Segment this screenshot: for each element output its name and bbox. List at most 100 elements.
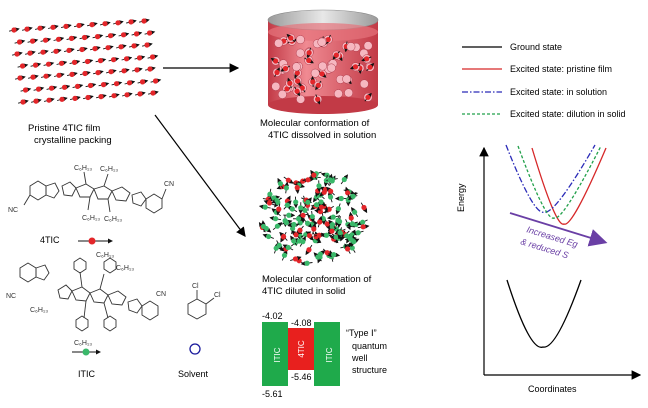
crystal-molecule bbox=[15, 39, 25, 44]
tic4-c6h13-bottom2: C₆H₁₃ bbox=[104, 216, 122, 223]
qw-value-bottom-left: -5.61 bbox=[262, 389, 283, 399]
solid-molecule bbox=[358, 220, 368, 225]
crystal-molecule bbox=[74, 23, 84, 28]
pristine-label-line2: crystalline packing bbox=[34, 135, 112, 146]
energy-axis-label: Energy bbox=[456, 183, 466, 212]
solid-molecule bbox=[361, 203, 367, 213]
itic-nc-label: NC bbox=[6, 293, 16, 300]
crystal-molecule bbox=[83, 95, 93, 100]
crystal-molecule bbox=[96, 94, 106, 99]
crystal-molecule bbox=[132, 31, 142, 36]
crystal-molecule bbox=[44, 98, 54, 103]
solvent-circle bbox=[344, 89, 352, 97]
crystal-molecule bbox=[99, 82, 109, 87]
crystal-molecule bbox=[28, 75, 38, 80]
qw-itic-right-label: ITIC bbox=[325, 347, 334, 362]
solid-molecule bbox=[341, 175, 347, 184]
legend-text-ground: Ground state bbox=[510, 42, 562, 52]
solid-molecule bbox=[336, 196, 347, 201]
crystal-molecule bbox=[31, 63, 41, 68]
solid-dilution-molecules bbox=[259, 171, 368, 266]
pristine-label-line1: Pristine 4TIC film bbox=[28, 123, 100, 134]
itic-symbol bbox=[72, 349, 100, 356]
solid-molecule bbox=[345, 219, 350, 229]
qw-4tic-label: 4TIC bbox=[297, 340, 306, 358]
solvent-circle bbox=[296, 95, 304, 103]
tic4-nc-label: NC bbox=[8, 207, 18, 214]
crystal-molecule bbox=[122, 56, 132, 61]
crystal-molecule bbox=[15, 75, 25, 80]
solvent-circle bbox=[296, 49, 304, 57]
crystal-molecule bbox=[80, 71, 90, 76]
crystal-molecule bbox=[106, 33, 116, 38]
itic-cn-label: CN bbox=[156, 291, 166, 298]
crystal-molecule bbox=[47, 86, 57, 91]
solid-molecule bbox=[284, 182, 289, 193]
qw-type-line2: quantum bbox=[352, 341, 387, 351]
crystal-molecule bbox=[125, 80, 135, 85]
crystal-molecule bbox=[96, 58, 106, 63]
crystal-molecule bbox=[25, 51, 35, 56]
solvent-cl-1: Cl bbox=[192, 283, 199, 290]
solid-molecule bbox=[293, 197, 298, 208]
solid-label-line1: Molecular conformation of bbox=[262, 274, 372, 285]
solid-molecule bbox=[321, 233, 332, 238]
crystal-molecule bbox=[54, 73, 64, 78]
crystal-molecule bbox=[139, 18, 149, 23]
itic-c6h13-bottom2: C₆H₁₃ bbox=[74, 340, 92, 347]
crystal-molecule bbox=[119, 68, 129, 73]
solvent-circle bbox=[343, 75, 351, 83]
crystal-molecule bbox=[70, 60, 80, 65]
crystal-molecule bbox=[145, 66, 155, 71]
solvent-name: Solvent bbox=[178, 369, 209, 379]
solvent-circle bbox=[311, 69, 319, 77]
crystal-molecule bbox=[87, 22, 97, 27]
crystal-molecule bbox=[67, 72, 77, 77]
tic4-c6h13-top1: C₆H₁₃ bbox=[74, 165, 92, 172]
solvent-circle bbox=[334, 90, 342, 98]
crystal-molecule bbox=[86, 83, 96, 88]
crystal-molecule bbox=[119, 32, 129, 37]
crystal-molecule bbox=[60, 85, 70, 90]
solid-molecule bbox=[298, 202, 303, 213]
tic4-symbol bbox=[78, 238, 112, 245]
solvent-circle bbox=[272, 82, 280, 90]
tic4-name: 4TIC bbox=[40, 235, 60, 245]
solvent-cl-2: Cl bbox=[214, 292, 221, 299]
solvent-circle bbox=[318, 62, 326, 70]
crystal-molecule bbox=[148, 90, 158, 95]
solid-molecule bbox=[270, 216, 281, 221]
arrow-to-solid bbox=[155, 115, 245, 236]
solid-molecule bbox=[273, 223, 282, 230]
coordinate-axis-label: Coordinates bbox=[528, 384, 577, 394]
legend: Ground state Excited state: pristine fil… bbox=[462, 42, 626, 119]
itic-name: ITIC bbox=[78, 369, 95, 379]
crystal-molecule bbox=[51, 49, 61, 54]
ground-state-curve bbox=[507, 280, 581, 347]
crystal-molecule bbox=[151, 78, 161, 83]
crystal-molecule bbox=[77, 47, 87, 52]
tic4-c6h13-bottom1: C₆H₁₃ bbox=[82, 215, 100, 222]
crystal-molecule bbox=[129, 43, 139, 48]
solvent-structure bbox=[188, 290, 214, 319]
crystal-molecule bbox=[80, 35, 90, 40]
crystal-molecule bbox=[126, 19, 136, 24]
crystal-molecule bbox=[34, 87, 44, 92]
crystal-molecule bbox=[21, 87, 31, 92]
solvent-circle bbox=[364, 42, 372, 50]
crystal-molecule bbox=[57, 97, 67, 102]
crystal-molecule bbox=[135, 91, 145, 96]
crystal-molecule bbox=[135, 55, 145, 60]
crystal-molecule bbox=[93, 34, 103, 39]
tic4-c6h13-top2: C₆H₁₃ bbox=[100, 166, 118, 173]
crystal-molecule bbox=[103, 45, 113, 50]
qw-value-top-left: -4.02 bbox=[262, 311, 283, 321]
qw-type-line4: structure bbox=[352, 365, 387, 375]
energy-diagram bbox=[484, 145, 640, 375]
crystal-molecule bbox=[18, 99, 28, 104]
crystal-molecule bbox=[38, 50, 48, 55]
itic-c6h13-top2: C₆H₁₃ bbox=[116, 265, 134, 272]
tic4-molecule-structure bbox=[24, 172, 166, 213]
tic4-cn-label: CN bbox=[164, 181, 174, 188]
